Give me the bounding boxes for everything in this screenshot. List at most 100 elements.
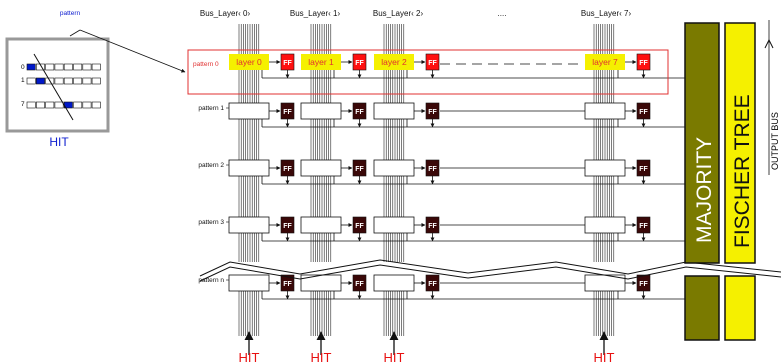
flip-flop-label: FF [639,60,648,67]
flip-flop-label: FF [283,223,292,230]
hit-labels: HIT HIT HIT HIT [239,331,615,363]
layer-box [374,54,414,70]
inset-row-label-7: 7 [21,101,25,108]
inset-cell [54,63,64,71]
inset-cell [82,77,92,85]
flip-flop-label: FF [428,166,437,173]
bus-label-0: Bus_Layer‹ 0› [200,9,251,18]
pattern0-label: pattern 0 [193,61,219,68]
pattern-row-label: pattern 3 [198,219,224,226]
pattern-row-4: pattern n FF FF FF FF [198,274,685,300]
inset-cell [45,101,55,109]
pattern0-frame [187,49,669,95]
inset-pattern-label: pattern [60,10,81,17]
fischer-tree-label: FISCHER TREE [731,94,754,248]
flip-flop-label: FF [355,281,364,288]
inset-cell [73,63,83,71]
inset-pointer-stub [69,29,81,37]
inset-cell [91,77,101,85]
inset-cell [35,77,45,85]
inset-frame [5,37,110,133]
flip-flop-label: FF [639,223,648,230]
inset-row-label-0: 0 [21,64,25,71]
layer-box [301,54,341,70]
inset-cell [45,63,55,71]
break-zigzag-lower [199,264,781,282]
layer-box [373,274,415,292]
inset-cell [82,101,92,109]
layer-box-label: layer 2 [381,57,407,67]
layer-box [228,159,270,177]
inset-cell [26,101,36,109]
fischer-tree-block [724,22,756,264]
layer-box [228,216,270,234]
layer-box-label: layer 7 [592,57,618,67]
flip-flop-label: FF [283,281,292,288]
hit-label: HIT [384,350,405,363]
break-zigzag-upper [199,259,781,277]
flip-flop-label: FF [639,109,648,116]
pattern-row-label: pattern n [198,277,224,284]
inset-pointer-arrow [79,29,186,73]
majority-block [684,22,720,264]
layer-box [229,54,269,70]
inset-cell [63,63,73,71]
inset-cell [35,101,45,109]
inset-cell [82,63,92,71]
inset-cell [63,77,73,85]
inset-cell [26,77,36,85]
bus-label-ellipsis: .... [498,9,507,18]
bus-label-7: Bus_Layer‹ 7› [581,9,632,18]
inset-track-line [33,53,74,121]
flip-flop-label: FF [355,166,364,173]
flip-flop-label: FF [283,60,292,67]
layer-box-label: layer 0 [236,57,262,67]
majority-block-lower [684,275,720,341]
flip-flop-label: FF [283,109,292,116]
inset-cell [54,77,64,85]
layer-box [373,216,415,234]
layer-box [228,102,270,120]
majority-label: MAJORITY [693,137,716,243]
flip-flop-label: FF [355,60,364,67]
inset-rows [26,63,101,109]
inset-cell [26,63,36,71]
bus-label-2: Bus_Layer‹ 2› [373,9,424,18]
layer-box [300,159,342,177]
pattern-row-label: pattern 1 [198,105,224,112]
inset-cell [73,101,83,109]
layer-box [585,54,625,70]
layer-box [373,159,415,177]
pattern-row-0: layer 0 FF layer 1 FF layer 2 FF layer 7 FF [229,53,685,79]
inset-hit-caption: HIT [49,135,69,149]
flip-flop-label: FF [428,223,437,230]
layer-box [228,274,270,292]
hit-label: HIT [594,350,615,363]
flip-flop-label: FF [428,281,437,288]
layer-box-label: layer 1 [308,57,334,67]
flip-flop-label: FF [283,166,292,173]
layer-box [373,102,415,120]
inset-cell [54,101,64,109]
layer-box [584,216,626,234]
pattern-inset: pattern 0 1 7 HIT [5,10,186,149]
bus-label-1: Bus_Layer‹ 1› [290,9,341,18]
hit-label: HIT [311,350,332,363]
layer-box [584,102,626,120]
hit-label: HIT [239,350,260,363]
inset-cell [73,77,83,85]
layer-box [300,102,342,120]
flip-flop-label: FF [639,166,648,173]
flip-flop-label: FF [355,109,364,116]
fischer-tree-block-lower [724,275,756,341]
flip-flop-label: FF [639,281,648,288]
output-bus-label: OUTPUT BUS [770,112,780,170]
flip-flop-label: FF [428,60,437,67]
output-bus-arrow [764,38,774,49]
inset-cell [91,63,101,71]
